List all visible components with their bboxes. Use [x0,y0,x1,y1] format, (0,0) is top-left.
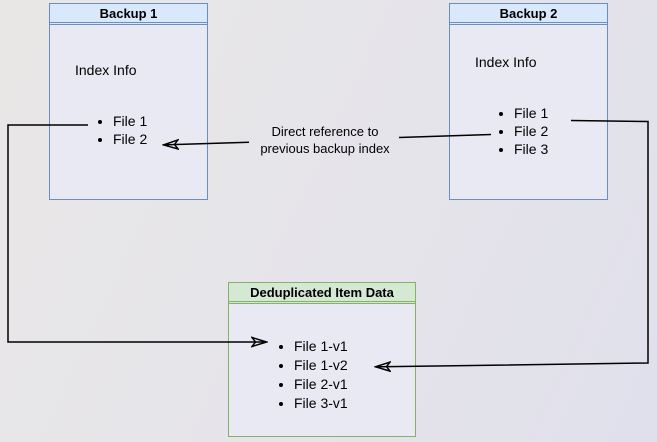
node-backup-2-file-list: File 1 File 2 File 3 [450,104,548,158]
node-backup-1-header: Backup 1 [50,4,207,25]
node-backup-1-body-label: Index Info [75,62,137,78]
list-item: File 1 [514,104,548,122]
list-item: File 1-v1 [294,337,348,356]
node-deduplicated-item-data: Deduplicated Item Data File 1-v1 File 1-… [228,282,416,437]
edge-label-line-2: previous backup index [260,140,390,156]
list-item: File 2 [113,130,147,148]
node-backup-2-header: Backup 2 [450,4,607,25]
node-backup-2: Backup 2 Index Info File 1 File 2 File 3 [449,3,608,200]
node-deduplicated-item-data-file-list: File 1-v1 File 1-v2 File 2-v1 File 3-v1 [229,337,348,413]
list-item: File 1-v2 [294,356,348,375]
list-item: File 1 [113,112,147,130]
list-item: File 2 [514,122,548,140]
list-item: File 2-v1 [294,375,348,394]
node-backup-1: Backup 1 Index Info File 1 File 2 [49,3,208,200]
list-item: File 3 [514,140,548,158]
node-deduplicated-item-data-header: Deduplicated Item Data [229,283,415,304]
edge-label-line-1: Direct reference to [271,124,379,139]
node-backup-1-file-list: File 1 File 2 [50,112,147,148]
edge-direct-reference-label: Direct reference to previous backup inde… [245,124,405,157]
list-item: File 3-v1 [294,394,348,413]
node-backup-2-body-label: Index Info [475,54,537,70]
